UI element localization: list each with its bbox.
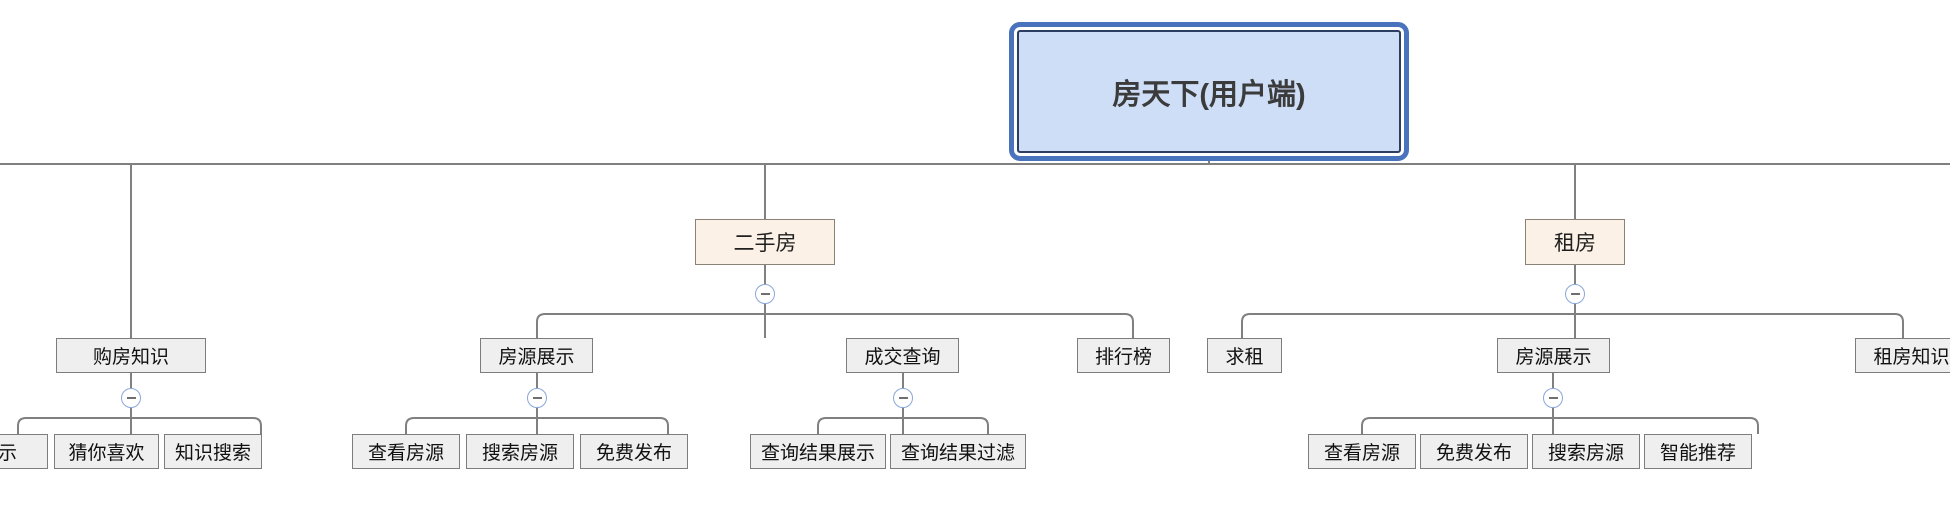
node-zufang-chakan-fangyuan[interactable]: 查看房源 <box>1308 434 1416 469</box>
node-cai-ni-xi-huan[interactable]: 猜你喜欢 <box>54 434 159 469</box>
node-zufang-chakan-fangyuan-label: 查看房源 <box>1323 443 1400 464</box>
node-zufang-sousuo-fangyuan[interactable]: 搜索房源 <box>1532 434 1640 469</box>
minus-glyph <box>760 293 770 295</box>
minus-circle-icon[interactable] <box>527 388 547 408</box>
minus-glyph <box>126 397 136 399</box>
node-zhi-shi-sou-suo-label: 知识搜索 <box>174 443 251 464</box>
node-zhan-shi-label: 展示 <box>0 443 17 464</box>
minus-circle-icon[interactable] <box>1543 388 1563 408</box>
minus-glyph <box>532 397 542 399</box>
node-cai-ni-xi-huan-label: 猜你喜欢 <box>68 443 145 464</box>
node-zufang-zhishi[interactable]: 租房知识 <box>1855 338 1950 373</box>
minus-circle-icon[interactable] <box>893 388 913 408</box>
node-root-label: 房天下(用户端) <box>1112 78 1306 111</box>
node-gou-fang-zhi-shi[interactable]: 购房知识 <box>56 338 206 373</box>
node-chengjiao-chaxun-label: 成交查询 <box>864 347 941 368</box>
minus-glyph <box>1548 397 1558 399</box>
node-ershou-sousuo-fangyuan[interactable]: 搜索房源 <box>466 434 574 469</box>
node-qiuzu-label: 求租 <box>1225 347 1264 368</box>
node-chaxun-jieguo-zhanshi-label: 查询结果展示 <box>760 443 875 464</box>
node-zufang-zhishi-label: 租房知识 <box>1873 347 1950 368</box>
node-paihangbang[interactable]: 排行榜 <box>1077 338 1170 373</box>
node-zufang-sousuo-fangyuan-label: 搜索房源 <box>1547 443 1624 464</box>
node-ershou-mianfei-fabu[interactable]: 免费发布 <box>580 434 688 469</box>
node-ershou-chakan-fangyuan-label: 查看房源 <box>367 443 444 464</box>
node-branch-ershoufang-label: 二手房 <box>733 232 797 255</box>
node-chaxun-jieguo-guolv[interactable]: 查询结果过滤 <box>890 434 1026 469</box>
minus-glyph <box>898 397 908 399</box>
node-zufang-zhineng-tuijian-label: 智能推荐 <box>1659 443 1736 464</box>
node-chaxun-jieguo-zhanshi[interactable]: 查询结果展示 <box>750 434 886 469</box>
node-branch-zufang[interactable]: 租房 <box>1525 219 1625 265</box>
node-zufang-zhineng-tuijian[interactable]: 智能推荐 <box>1644 434 1752 469</box>
node-zhi-shi-sou-suo[interactable]: 知识搜索 <box>164 434 262 469</box>
node-zufang-mianfei-fabu-label: 免费发布 <box>1435 443 1512 464</box>
node-gou-fang-zhi-shi-label: 购房知识 <box>92 347 169 368</box>
node-zufang-fangyuan-zhanshi-label: 房源展示 <box>1515 347 1592 368</box>
node-qiuzu[interactable]: 求租 <box>1207 338 1282 373</box>
node-ershou-chakan-fangyuan[interactable]: 查看房源 <box>352 434 460 469</box>
node-zufang-fangyuan-zhanshi[interactable]: 房源展示 <box>1497 338 1610 373</box>
node-ershou-fangyuan-zhanshi[interactable]: 房源展示 <box>480 338 593 373</box>
node-chengjiao-chaxun[interactable]: 成交查询 <box>846 338 959 373</box>
node-ershou-mianfei-fabu-label: 免费发布 <box>595 443 672 464</box>
minus-circle-icon[interactable] <box>755 284 775 304</box>
minus-circle-icon[interactable] <box>1565 284 1585 304</box>
node-paihangbang-label: 排行榜 <box>1094 347 1152 368</box>
node-branch-ershoufang[interactable]: 二手房 <box>695 219 835 265</box>
node-chaxun-jieguo-guolv-label: 查询结果过滤 <box>900 443 1015 464</box>
node-ershou-fangyuan-zhanshi-label: 房源展示 <box>498 347 575 368</box>
minus-circle-icon[interactable] <box>121 388 141 408</box>
node-ershou-sousuo-fangyuan-label: 搜索房源 <box>481 443 558 464</box>
node-zhan-shi-clipped[interactable]: 展示 <box>0 434 48 469</box>
node-branch-zufang-label: 租房 <box>1554 232 1596 255</box>
node-root[interactable]: 房天下(用户端) <box>1017 30 1401 153</box>
node-zufang-mianfei-fabu[interactable]: 免费发布 <box>1420 434 1528 469</box>
minus-glyph <box>1570 293 1580 295</box>
